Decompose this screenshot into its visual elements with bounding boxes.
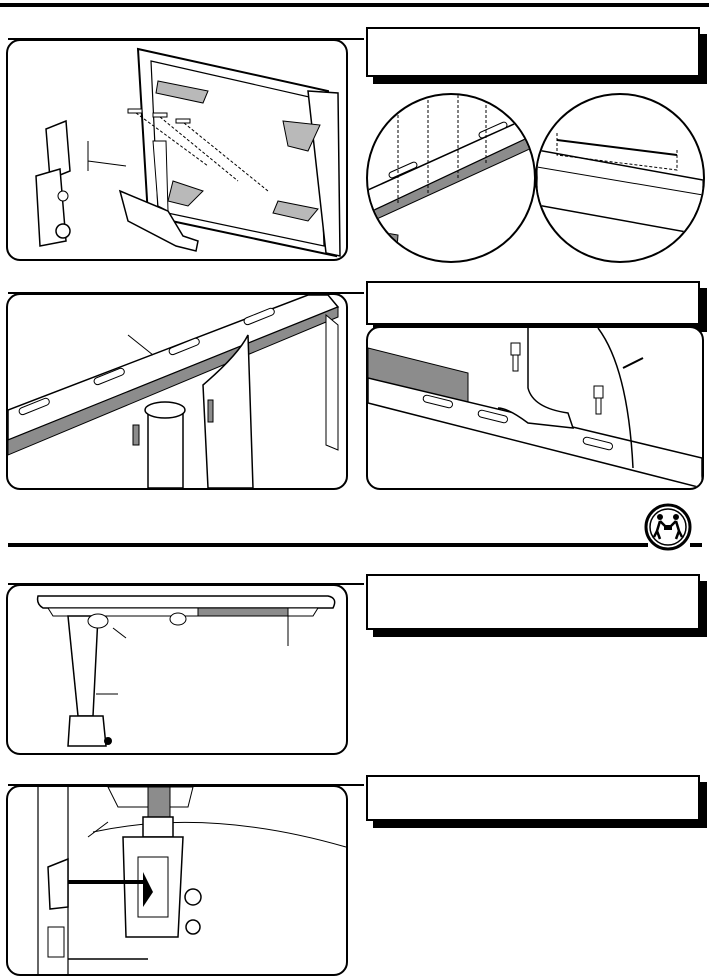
- step1-rail-detail-drawing: [368, 95, 534, 261]
- header-rule: [0, 3, 709, 7]
- step2-screw-detail-drawing: [368, 328, 702, 488]
- step1-detail-circle-right: [535, 93, 705, 263]
- step1-text-callout: [366, 27, 700, 77]
- step3-illustration-panel: [6, 584, 348, 755]
- two-person-lift-icon: [644, 503, 692, 551]
- step1-monitor-edge-drawing: [537, 133, 703, 261]
- step1-mount-drawing: [35, 47, 341, 258]
- step4-illustration-panel: [6, 785, 348, 976]
- step1-illustration-panel: [6, 39, 348, 261]
- step2-illustration-panel: [6, 293, 348, 490]
- step3-text-callout: [366, 574, 700, 630]
- step3-stand-underside-drawing: [36, 595, 336, 747]
- section-rule: [0, 543, 709, 547]
- step2-detail-panel: [366, 326, 704, 490]
- step2-text-callout: [366, 281, 700, 325]
- step1-detail-circle-left: [366, 93, 536, 263]
- step4-clamp-attachment-drawing: [37, 787, 346, 974]
- step4-text-callout: [366, 775, 700, 821]
- step2-rail-fastening-drawing: [8, 295, 340, 488]
